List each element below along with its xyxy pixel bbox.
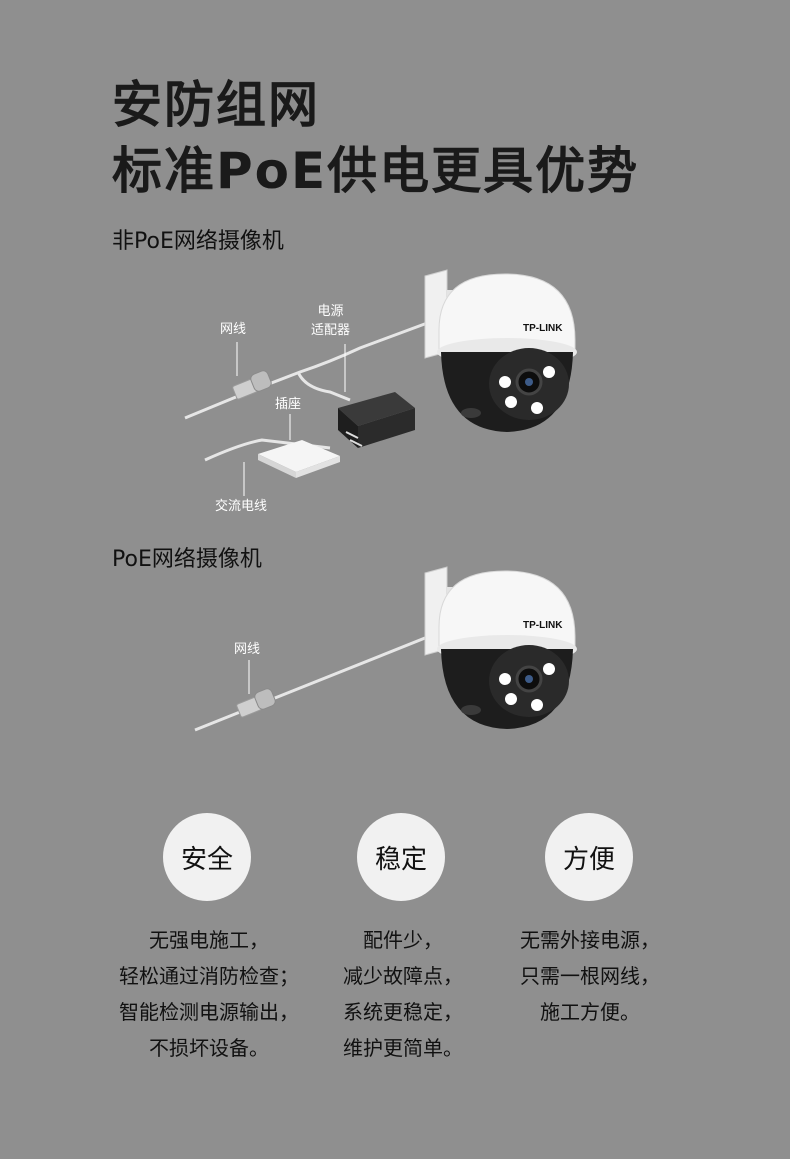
callout-power-adapter: 电源 适配器	[311, 303, 350, 341]
network-cable-line	[184, 320, 431, 420]
poe-diagram: TP-LINK 网线	[194, 566, 577, 732]
power-adapter-icon	[338, 392, 415, 448]
callout-power-adapter-line1: 电源	[317, 304, 344, 319]
benefit-desc-line: 系统更稳定，	[343, 1000, 463, 1024]
camera-poe-icon: TP-LINK	[424, 566, 577, 729]
camera-non-poe-icon: TP-LINK	[424, 269, 577, 432]
benefit-desc-safety: 无强电施工， 轻松通过消防检查； 智能检测电源输出， 不损坏设备。	[89, 922, 329, 1066]
page-title-line2: 标准PoE供电更具优势	[112, 142, 640, 200]
benefit-desc-line: 减少故障点，	[343, 964, 463, 988]
callout-power-adapter-line2: 适配器	[311, 322, 351, 338]
non-poe-section-label: 非PoE网络摄像机	[112, 229, 284, 254]
benefit-badge-safety: 安全	[163, 813, 251, 901]
benefit-desc-line: 只需一根网线，	[520, 964, 660, 988]
benefit-desc-stability: 配件少， 减少故障点， 系统更稳定， 维护更简单。	[283, 922, 523, 1066]
benefit-desc-line: 施工方便。	[540, 1000, 640, 1024]
benefit-desc-line: 不损坏设备。	[149, 1036, 269, 1060]
camera-brand-logo: TP-LINK	[523, 620, 563, 631]
benefit-desc-line: 智能检测电源输出，	[119, 1000, 299, 1024]
benefit-desc-line: 无强电施工，	[149, 928, 269, 952]
callout-ac-cable: 交流电线	[215, 499, 268, 514]
benefit-badge-convenience: 方便	[545, 813, 633, 901]
benefit-desc-line: 维护更简单。	[343, 1036, 463, 1060]
benefit-desc-line: 无需外接电源，	[520, 928, 660, 952]
adapter-cable-line	[296, 371, 351, 402]
poe-section-label: PoE网络摄像机	[112, 547, 262, 572]
page-title-line1: 安防组网	[112, 76, 320, 134]
poe-wiring-illustration: TP-LINK	[194, 566, 577, 732]
non-poe-wiring-illustration: TP-LINK	[184, 269, 577, 496]
socket-icon	[258, 440, 340, 478]
ac-cable-line	[204, 438, 331, 462]
benefit-desc-line: 轻松通过消防检查；	[119, 964, 299, 988]
camera-brand-logo: TP-LINK	[523, 323, 563, 334]
non-poe-diagram: TP-LINK 网线 电源 适配器 插座 交流电线	[0, 0, 790, 540]
benefit-badge-stability: 稳定	[357, 813, 445, 901]
callout-network-cable: 网线	[220, 322, 247, 337]
callout-socket: 插座	[275, 397, 302, 412]
poe-network-cable-line	[194, 634, 431, 732]
rj45-connector-icon	[232, 370, 272, 400]
benefit-desc-line: 配件少，	[363, 928, 443, 952]
poe-rj45-connector-icon	[236, 688, 276, 718]
poe-callout-network-cable: 网线	[234, 642, 261, 657]
benefit-desc-convenience: 无需外接电源， 只需一根网线， 施工方便。	[470, 922, 710, 1030]
